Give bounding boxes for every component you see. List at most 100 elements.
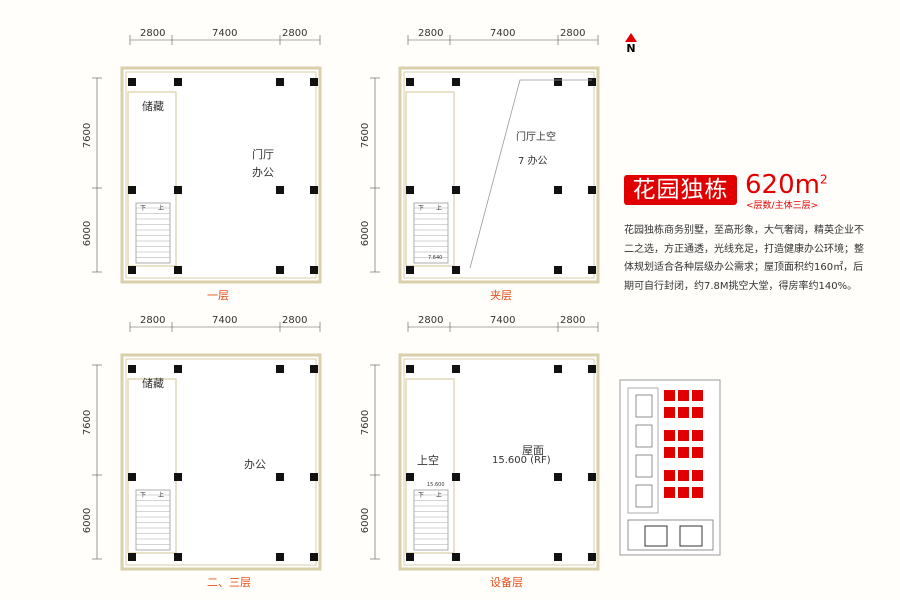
structural-column xyxy=(588,365,596,373)
structural-column xyxy=(588,473,596,481)
unit-description: 花园独栋商务别墅，至高形象，大气奢阔，精英企业不二之选，方正通透，光线充足，打造… xyxy=(624,225,864,292)
dimension-left-label: 6000 xyxy=(82,507,94,534)
unit-area: 620m2 xyxy=(745,170,828,200)
staircase xyxy=(135,202,171,264)
structural-column xyxy=(452,473,460,481)
structural-column xyxy=(588,553,596,561)
structural-column xyxy=(310,266,318,274)
service-core xyxy=(405,378,455,554)
dimension-top-label: 7400 xyxy=(212,315,238,326)
site-unit-highlight xyxy=(678,487,689,498)
level-label: 15.600 xyxy=(427,482,445,488)
structural-column xyxy=(174,186,182,194)
room-label-lobby-void: 门厅上空 xyxy=(516,132,556,143)
site-unit-highlight xyxy=(678,430,689,441)
stair-down-label: 下 xyxy=(418,205,425,212)
dimension-left-label: 6000 xyxy=(82,220,94,247)
north-indicator: N xyxy=(624,33,638,55)
site-unit-highlight xyxy=(678,407,689,418)
interior-wall-line xyxy=(125,71,317,279)
void-boundary-line xyxy=(469,79,592,269)
site-unit-highlight xyxy=(692,470,703,481)
dimension-left-label: 7600 xyxy=(360,409,372,436)
site-unit-highlight xyxy=(692,487,703,498)
structural-column xyxy=(128,266,136,274)
site-unit-highlight xyxy=(664,447,675,458)
site-unit-highlight xyxy=(692,447,703,458)
dimension-left-label: 6000 xyxy=(360,220,372,247)
dimension-left-label: 7600 xyxy=(360,122,372,149)
structural-column xyxy=(406,553,414,561)
site-building xyxy=(635,394,653,418)
structural-column xyxy=(276,78,284,86)
structural-column xyxy=(554,186,562,194)
room-label-storage: 储藏 xyxy=(142,377,164,390)
structural-column xyxy=(452,365,460,373)
structural-column xyxy=(452,78,460,86)
structural-column xyxy=(128,553,136,561)
structural-column xyxy=(588,78,596,86)
unit-title: 花园独栋 xyxy=(624,175,737,205)
staircase xyxy=(413,202,449,264)
dimension-left-label: 7600 xyxy=(82,409,94,436)
site-building xyxy=(679,525,703,547)
structural-column xyxy=(554,473,562,481)
stair-up-label: 上 xyxy=(158,205,165,212)
dimension-top-label: 7400 xyxy=(212,28,238,39)
interior-wall-line xyxy=(403,358,595,566)
structural-column xyxy=(406,473,414,481)
exterior-wall xyxy=(398,66,600,284)
area-value: 620m xyxy=(745,170,820,200)
structural-column xyxy=(452,266,460,274)
structural-column xyxy=(554,553,562,561)
dimension-top-label: 7400 xyxy=(490,28,516,39)
structural-column xyxy=(588,186,596,194)
room-label-roof-level: 15.600 (RF) xyxy=(492,455,551,466)
structural-column xyxy=(174,553,182,561)
structural-column xyxy=(174,78,182,86)
site-building-block xyxy=(627,519,714,551)
structural-column xyxy=(554,78,562,86)
dimension-top-label: 7400 xyxy=(490,315,516,326)
site-building xyxy=(635,454,653,478)
site-unit-highlight xyxy=(664,407,675,418)
site-unit-highlight xyxy=(692,407,703,418)
interior-wall-line xyxy=(125,358,317,566)
plan-label: 夹层 xyxy=(490,289,512,302)
site-building xyxy=(635,484,653,508)
service-core xyxy=(127,378,177,554)
site-plan xyxy=(619,379,721,556)
structural-column xyxy=(128,365,136,373)
room-label-storage: 储藏 xyxy=(142,100,164,113)
structural-column xyxy=(588,266,596,274)
north-arrow-icon xyxy=(625,33,637,42)
site-unit-highlight xyxy=(692,430,703,441)
structural-column xyxy=(128,186,136,194)
structural-column xyxy=(310,365,318,373)
structural-column xyxy=(276,473,284,481)
structural-column xyxy=(276,186,284,194)
structural-column xyxy=(174,473,182,481)
dimension-top-label: 2800 xyxy=(140,28,166,39)
dimension-top-label: 2800 xyxy=(560,315,586,326)
stair-up-label: 上 xyxy=(436,492,443,499)
structural-column xyxy=(406,186,414,194)
structural-column xyxy=(554,365,562,373)
dimension-left-label: 7600 xyxy=(82,122,94,149)
room-label-office: 办公 xyxy=(244,458,266,471)
dimension-top-label: 2800 xyxy=(282,315,308,326)
structural-column xyxy=(310,186,318,194)
plan-label: 一层 xyxy=(207,289,229,302)
structural-column xyxy=(128,473,136,481)
room-label-roof: 屋面 xyxy=(522,444,544,457)
structural-column xyxy=(406,365,414,373)
area-unit-sup: 2 xyxy=(819,172,828,187)
structural-column xyxy=(310,473,318,481)
structural-column xyxy=(310,553,318,561)
stair-up-label: 上 xyxy=(436,205,443,212)
site-unit-highlight xyxy=(664,470,675,481)
site-unit-highlight xyxy=(678,390,689,401)
structural-column xyxy=(554,266,562,274)
room-label-office: 7 办公 xyxy=(518,156,548,167)
